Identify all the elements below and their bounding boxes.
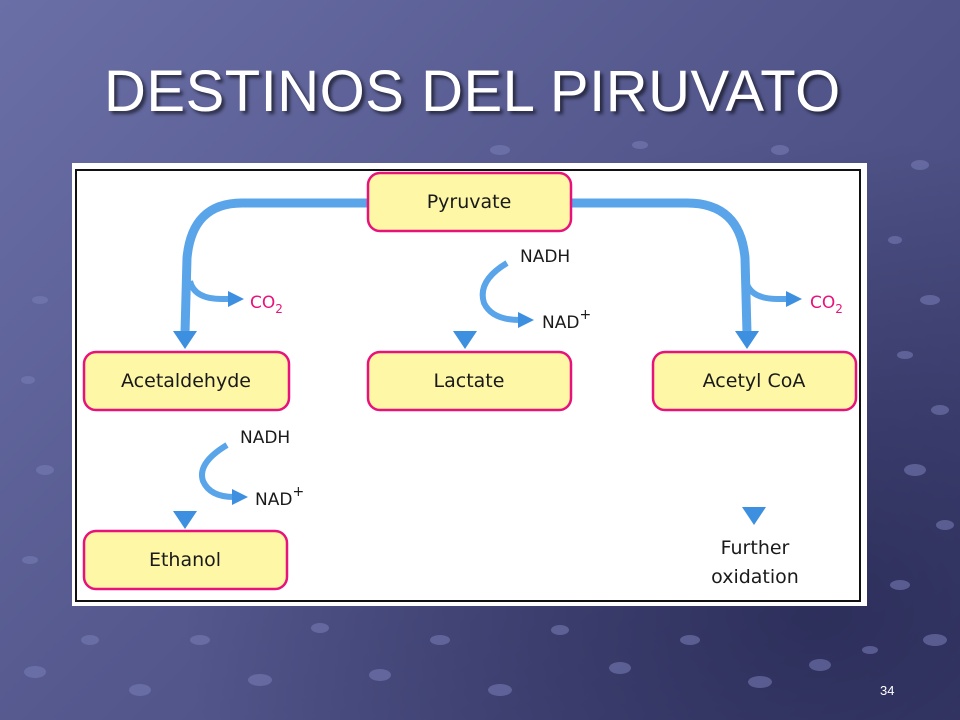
arrow-co2-release-right bbox=[743, 280, 802, 307]
nad-label-left: NAD+ bbox=[255, 484, 304, 510]
node-lactate: Lactate bbox=[366, 350, 573, 412]
further-oxidation-label-line1: Further bbox=[721, 537, 790, 559]
arrow-co2-release-left bbox=[187, 280, 244, 307]
arrow-pyruvate-to-acetaldehyde bbox=[173, 198, 367, 349]
node-pyruvate-label: Pyruvate bbox=[427, 191, 512, 213]
arrow-pyruvate-to-acetyl-coa bbox=[572, 198, 759, 349]
node-acetyl-coa-label: Acetyl CoA bbox=[703, 370, 806, 392]
slide-title: DESTINOS DEL PIRUVATO bbox=[104, 59, 841, 124]
further-oxidation-label-line2: oxidation bbox=[711, 566, 799, 588]
arrow-acetaldehyde-to-ethanol bbox=[173, 413, 197, 529]
nad-label-middle: NAD+ bbox=[542, 307, 591, 333]
node-acetaldehyde-label: Acetaldehyde bbox=[121, 370, 251, 392]
slide-number: 34 bbox=[880, 683, 895, 698]
pyruvate-fates-diagram: Pyruvate Acetaldehyde Lactate Acetyl CoA… bbox=[72, 163, 867, 606]
arrow-pyruvate-to-lactate bbox=[453, 233, 477, 349]
co2-label-left: CO2 bbox=[250, 293, 283, 316]
node-pyruvate: Pyruvate bbox=[366, 171, 573, 233]
co2-label-right: CO2 bbox=[810, 293, 843, 316]
nadh-label-left: NADH bbox=[240, 428, 290, 448]
arrow-nadh-to-nad-middle bbox=[479, 260, 534, 328]
arrow-nadh-to-nad-left bbox=[199, 442, 248, 505]
node-acetyl-coa: Acetyl CoA bbox=[651, 350, 858, 412]
diagram-canvas: Pyruvate Acetaldehyde Lactate Acetyl CoA… bbox=[75, 169, 861, 602]
node-ethanol: Ethanol bbox=[82, 529, 289, 591]
node-lactate-label: Lactate bbox=[434, 370, 505, 392]
arrow-acetyl-coa-to-further-oxidation bbox=[742, 413, 766, 525]
node-acetaldehyde: Acetaldehyde bbox=[82, 350, 291, 412]
node-ethanol-label: Ethanol bbox=[149, 549, 221, 571]
nadh-label-middle: NADH bbox=[520, 247, 570, 267]
